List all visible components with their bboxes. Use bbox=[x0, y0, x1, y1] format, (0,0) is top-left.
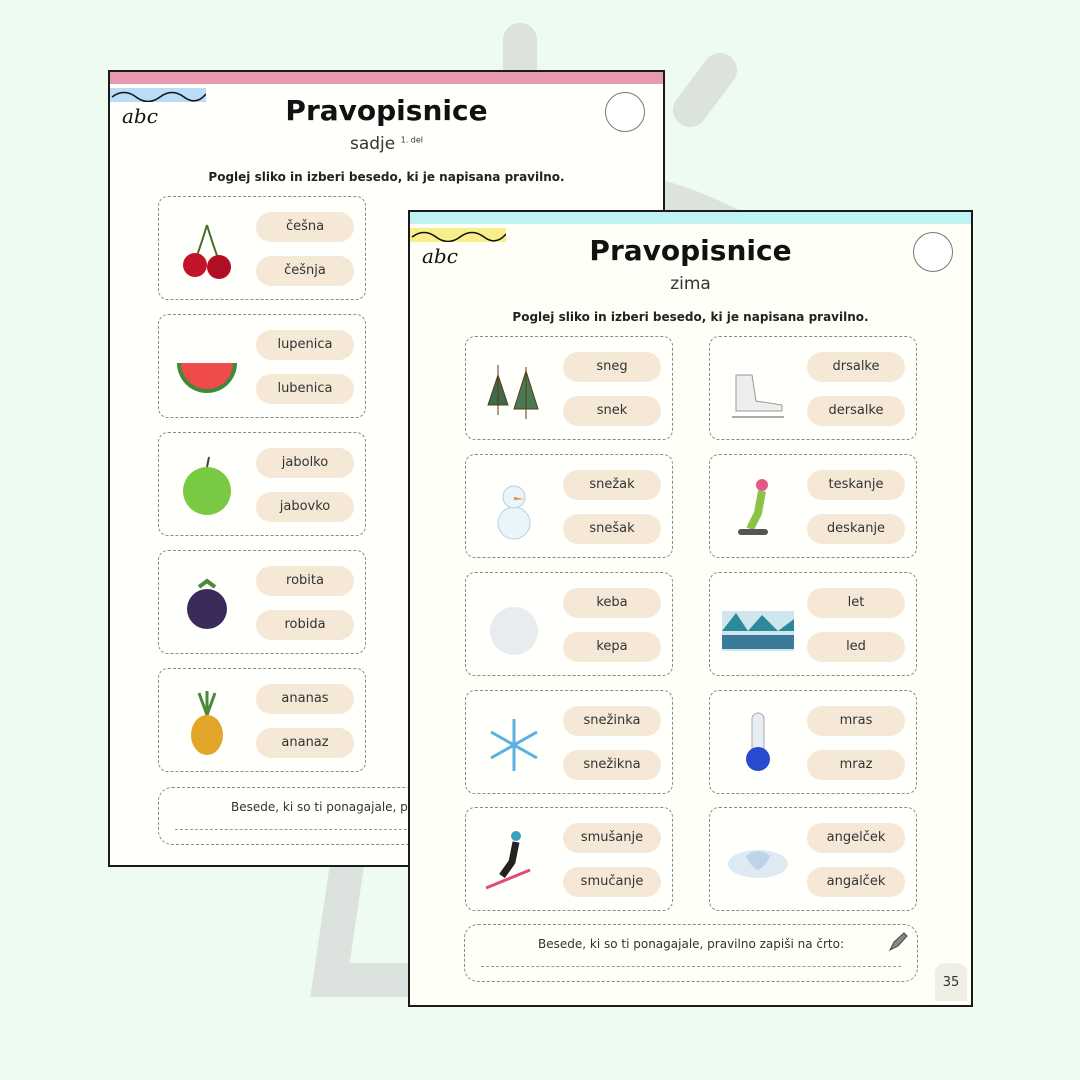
apple-icon bbox=[183, 456, 231, 515]
snowboarder-icon bbox=[738, 479, 768, 535]
abc-logo: abc bbox=[422, 244, 458, 268]
page-title: Pravopisnice bbox=[285, 94, 488, 127]
word-option[interactable]: deskanje bbox=[807, 514, 905, 544]
word-option[interactable]: drsalke bbox=[807, 352, 905, 382]
exercise-card: let led bbox=[709, 572, 917, 676]
page-subtitle: sadje 1. del bbox=[110, 134, 663, 154]
ice-landscape-icon bbox=[722, 611, 794, 651]
abc-logo: abc bbox=[122, 104, 158, 128]
word-option[interactable]: angelček bbox=[807, 823, 905, 853]
word-option[interactable]: keba bbox=[563, 588, 661, 618]
word-option[interactable]: let bbox=[807, 588, 905, 618]
word-option[interactable]: angalček bbox=[807, 867, 905, 897]
ice-skates-icon bbox=[732, 374, 784, 418]
brand-logo-icon bbox=[913, 232, 953, 272]
top-color-bar bbox=[410, 212, 971, 224]
wave-decoration bbox=[410, 228, 506, 242]
exercise-card: angelček angalček bbox=[709, 807, 917, 911]
word-option[interactable]: snešak bbox=[563, 514, 661, 544]
watermelon-icon bbox=[177, 363, 237, 393]
word-option[interactable]: lupenica bbox=[256, 330, 354, 360]
exercise-card: keba kepa bbox=[465, 572, 673, 676]
word-option[interactable]: ananas bbox=[256, 684, 354, 714]
word-option[interactable]: sneg bbox=[563, 352, 661, 382]
word-option[interactable]: mras bbox=[807, 706, 905, 736]
skier-icon bbox=[485, 831, 531, 890]
word-option[interactable]: dersalke bbox=[807, 396, 905, 426]
writing-line[interactable] bbox=[175, 829, 561, 830]
word-option[interactable]: snežikna bbox=[563, 750, 661, 780]
word-option[interactable]: snek bbox=[563, 396, 661, 426]
snowman-icon bbox=[497, 485, 531, 540]
word-option[interactable]: kepa bbox=[563, 632, 661, 662]
exercise-card: lupenica lubenica bbox=[158, 314, 366, 418]
word-option[interactable]: jabovko bbox=[256, 492, 354, 522]
snow-angel-icon bbox=[728, 850, 788, 878]
footer-box: Besede, ki so ti ponagajale, pravilno za… bbox=[464, 924, 918, 982]
instruction: Poglej sliko in izberi besedo, ki je nap… bbox=[512, 310, 869, 324]
exercise-card: ananas ananaz bbox=[158, 668, 366, 772]
word-option[interactable]: ananaz bbox=[256, 728, 354, 758]
page-number: 35 bbox=[935, 963, 967, 1001]
fountain-pen-icon bbox=[888, 932, 908, 952]
word-option[interactable]: smušanje bbox=[563, 823, 661, 853]
footer-text: Besede, ki so ti ponagajale, pravilno za… bbox=[538, 937, 844, 951]
word-option[interactable]: snežinka bbox=[563, 706, 661, 736]
exercise-card: snežak snešak bbox=[465, 454, 673, 558]
exercise-card: smušanje smučanje bbox=[465, 807, 673, 911]
subtitle-text: sadje bbox=[349, 134, 396, 154]
exercise-card: češna češnja bbox=[158, 196, 366, 300]
exercise-card: drsalke dersalke bbox=[709, 336, 917, 440]
writing-line[interactable] bbox=[481, 966, 901, 967]
page-title: Pravopisnice bbox=[589, 234, 792, 267]
footer-box: Besede, ki so ti ponagajale, p bbox=[158, 787, 578, 845]
word-option[interactable]: češna bbox=[256, 212, 354, 242]
word-option[interactable]: led bbox=[807, 632, 905, 662]
word-option[interactable]: smučanje bbox=[563, 867, 661, 897]
word-option[interactable]: robita bbox=[256, 566, 354, 596]
word-option[interactable]: češnja bbox=[256, 256, 354, 286]
instruction: Poglej sliko in izberi besedo, ki je nap… bbox=[208, 170, 565, 184]
worksheet-winter: abc Pravopisnice zima Poglej sliko in iz… bbox=[408, 210, 973, 1007]
word-option[interactable]: mraz bbox=[807, 750, 905, 780]
word-option[interactable]: snežak bbox=[563, 470, 661, 500]
footer-text: Besede, ki so ti ponagajale, p bbox=[231, 800, 408, 814]
word-option[interactable]: robida bbox=[256, 610, 354, 640]
snowball-icon bbox=[490, 607, 538, 655]
exercise-card: mras mraz bbox=[709, 690, 917, 794]
wave-decoration bbox=[110, 88, 206, 102]
snowflake-icon bbox=[490, 719, 538, 771]
exercise-card: teskanje deskanje bbox=[709, 454, 917, 558]
thermometer-icon bbox=[746, 712, 770, 771]
pineapple-icon bbox=[191, 691, 223, 755]
word-option[interactable]: teskanje bbox=[807, 470, 905, 500]
exercise-card: snežinka snežikna bbox=[465, 690, 673, 794]
blackberry-icon bbox=[187, 578, 227, 629]
word-option[interactable]: jabolko bbox=[256, 448, 354, 478]
exercise-card: jabolko jabovko bbox=[158, 432, 366, 536]
exercise-card: sneg snek bbox=[465, 336, 673, 440]
exercise-card: robita robida bbox=[158, 550, 366, 654]
brand-logo-icon bbox=[605, 92, 645, 132]
subtitle-note: 1. del bbox=[400, 135, 424, 145]
page-subtitle: zima bbox=[670, 274, 711, 294]
cherry-icon bbox=[183, 224, 231, 279]
snowy-trees-icon bbox=[487, 365, 539, 419]
word-option[interactable]: lubenica bbox=[256, 374, 354, 404]
top-color-bar bbox=[110, 72, 663, 84]
